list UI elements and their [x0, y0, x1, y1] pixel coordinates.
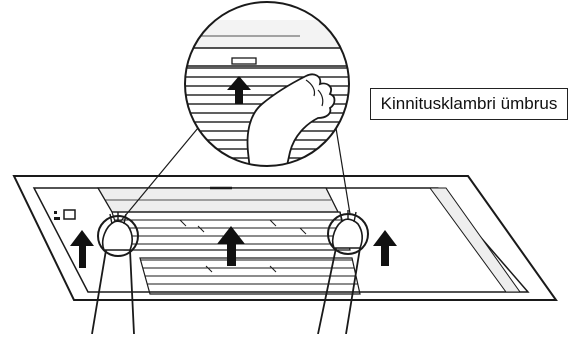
magnifier-circle-icon	[180, 2, 360, 176]
clip-area-label-text: Kinnitusklambri ümbrus	[381, 94, 558, 114]
clip-area-label: Kinnitusklambri ümbrus	[370, 88, 568, 120]
ceiling-panel	[14, 176, 556, 300]
